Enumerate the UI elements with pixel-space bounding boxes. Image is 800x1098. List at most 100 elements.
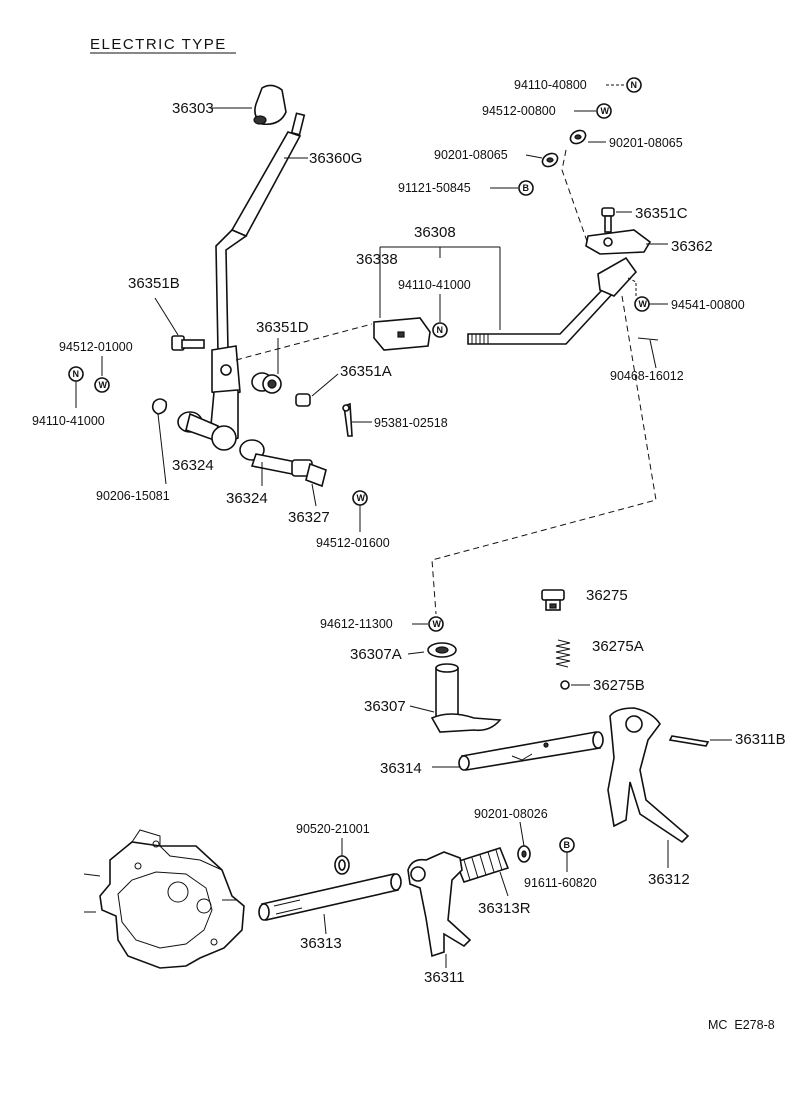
leader-36351A xyxy=(311,373,339,397)
label-36327: 36327 xyxy=(288,509,330,526)
label-94110-41000-left: 94110-41000 xyxy=(32,414,105,428)
leader-36327 xyxy=(311,483,317,507)
bracket-36308 xyxy=(379,246,501,330)
label-90468-16012: 90468-16012 xyxy=(610,369,684,383)
washer-hole xyxy=(521,850,527,858)
label-36312: 36312 xyxy=(648,871,690,888)
label-36351B: 36351B xyxy=(128,275,180,292)
leader-36313R xyxy=(499,871,509,897)
washer-symbol: W xyxy=(99,380,108,390)
label-36338: 36338 xyxy=(356,251,398,268)
diagram-title: ELECTRIC TYPE xyxy=(90,36,227,53)
label-36351C: 36351C xyxy=(635,205,688,222)
shaft-36313 xyxy=(258,873,402,921)
dash-link-3 xyxy=(431,295,657,615)
rod-end-block xyxy=(597,256,638,297)
washer-symbol: W xyxy=(357,493,366,503)
label-94512-00800: 94512-00800 xyxy=(482,104,556,118)
pin-36311B xyxy=(668,735,710,747)
label-94110-40800: 94110-40800 xyxy=(514,78,587,92)
label-36275A: 36275A xyxy=(592,638,644,655)
bolt-symbol: B xyxy=(523,183,530,193)
bushing-36351D xyxy=(251,372,282,394)
label-36313: 36313 xyxy=(300,935,342,952)
footer-code: MC E278-8 xyxy=(708,1018,775,1032)
shaft-36314 xyxy=(458,731,604,771)
label-36303: 36303 xyxy=(172,100,214,117)
label-94612-11300: 94612-11300 xyxy=(320,617,393,631)
label-94541-00800: 94541-00800 xyxy=(671,298,745,312)
nut-symbol: N xyxy=(437,325,444,335)
leader-36351B xyxy=(154,297,179,336)
fork-36312 xyxy=(607,707,690,844)
bolt-icon xyxy=(518,180,534,196)
label-90201-08026: 90201-08026 xyxy=(474,807,548,821)
leader-90201-08065-left xyxy=(525,154,543,159)
ring-hole xyxy=(435,646,449,654)
shift-arm-36307 xyxy=(430,663,502,733)
label-36314: 36314 xyxy=(380,760,422,777)
ball-36275B xyxy=(560,680,570,690)
dash-link-1 xyxy=(235,323,373,361)
label-36275B: 36275B xyxy=(593,677,645,694)
leader-36307 xyxy=(409,705,435,713)
clip-90206-15081 xyxy=(151,398,168,415)
label-36313R: 36313R xyxy=(478,900,531,917)
label-36307: 36307 xyxy=(364,698,406,715)
label-36308: 36308 xyxy=(414,224,456,241)
bracket-36362 xyxy=(585,229,652,255)
washer-symbol: W xyxy=(601,106,610,116)
spring-36275A xyxy=(555,639,571,668)
label-91611-60820: 91611-60820 xyxy=(524,876,597,890)
washer-icon xyxy=(596,103,612,119)
shift-lever xyxy=(209,112,306,447)
label-94512-01600: 94512-01600 xyxy=(316,536,390,550)
label-36307A: 36307A xyxy=(350,646,402,663)
label-36324-a: 36324 xyxy=(172,457,214,474)
shift-rod-36308 xyxy=(467,284,616,345)
label-90206-15081: 90206-15081 xyxy=(96,489,170,503)
bolt-36351B xyxy=(171,335,205,351)
cotter-pin-95381 xyxy=(342,402,353,437)
label-95381-02518: 95381-02518 xyxy=(374,416,448,430)
label-91121-50845: 91121-50845 xyxy=(398,181,471,195)
snap-ring-inner xyxy=(338,859,346,871)
label-36360G: 36360G xyxy=(309,150,362,167)
label-36362: 36362 xyxy=(671,238,713,255)
clamp-90468 xyxy=(637,337,659,369)
fork-36311 xyxy=(407,851,472,958)
leader-36307A xyxy=(407,651,425,655)
pin-36351A xyxy=(295,393,311,407)
block-36338 xyxy=(373,317,431,351)
washer-icon xyxy=(428,616,444,632)
ball-joint-36327 xyxy=(239,439,327,488)
spring-36313R xyxy=(454,847,510,883)
label-36311B: 36311B xyxy=(735,731,786,748)
leader-36313 xyxy=(323,913,327,935)
bolt-36351C xyxy=(601,207,615,233)
bolt-symbol: B xyxy=(564,840,571,850)
nut-symbol: N xyxy=(631,80,638,90)
label-94512-01000: 94512-01000 xyxy=(59,340,133,354)
plug-36275 xyxy=(541,589,565,611)
washer-hole xyxy=(574,134,582,140)
joint-36324-left xyxy=(177,411,237,451)
dash-short xyxy=(627,277,637,296)
nut-icon xyxy=(626,77,642,93)
shift-knob xyxy=(253,84,287,126)
washer-symbol: W xyxy=(433,619,442,629)
leader-90206-15081 xyxy=(157,413,167,485)
label-90520-21001: 90520-21001 xyxy=(296,822,370,836)
leader-90201-08026 xyxy=(519,821,525,847)
label-36351D: 36351D xyxy=(256,319,309,336)
label-90201-08065-left: 90201-08065 xyxy=(434,148,508,162)
washer-symbol: W xyxy=(639,299,648,309)
label-36324-b: 36324 xyxy=(226,490,268,507)
transmission-housing xyxy=(83,829,245,969)
label-94110-41000-mid: 94110-41000 xyxy=(398,278,471,292)
label-90201-08065-right: 90201-08065 xyxy=(609,136,683,150)
dash-link-2 xyxy=(561,149,589,245)
label-36351A: 36351A xyxy=(340,363,392,380)
label-36311: 36311 xyxy=(424,969,465,986)
